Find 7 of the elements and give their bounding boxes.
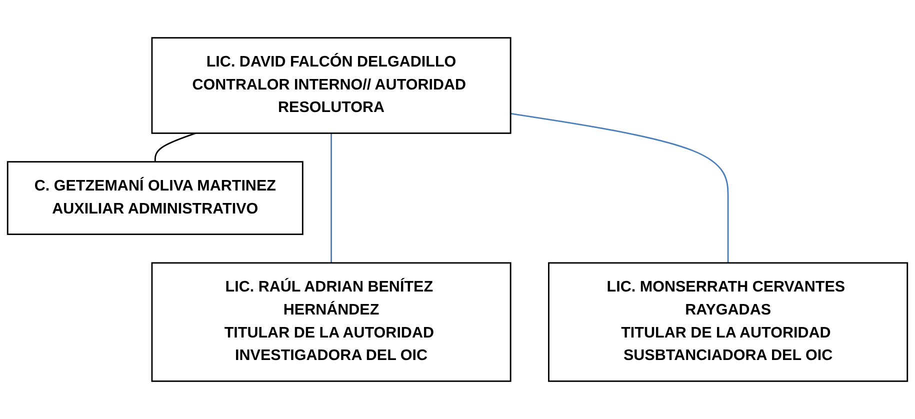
connector xyxy=(154,132,196,162)
node-box: LIC. DAVID FALCÓN DELGADILLO CONTRALOR INTERNO// AUTORIDAD RESOLUTORA xyxy=(151,37,512,134)
node-box: LIC. MONSERRATH CERVANTES RAYGADAS TITULAR DE LA AUTORIDAD SUSBTANCIADORA DEL OIC xyxy=(548,262,908,382)
node-box: LIC. RAÚL ADRIAN BENÍTEZ HERNÁNDEZ TITULAR DE LA AUTORIDAD INVESTIGADORA DEL OIC xyxy=(151,262,512,382)
connector xyxy=(330,133,332,263)
node-box: C. GETZEMANÍ OLIVA MARTINEZ AUXILIAR ADMINISTRATIVO xyxy=(6,161,304,236)
connector xyxy=(510,112,729,263)
